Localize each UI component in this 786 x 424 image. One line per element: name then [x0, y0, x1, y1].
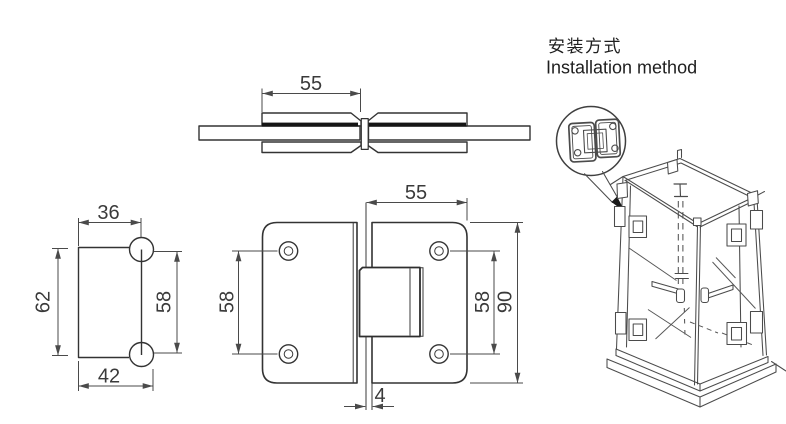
frame-tab: [616, 181, 629, 200]
dim-label-front-glass-gap: 4: [374, 385, 385, 407]
hinge-detail-icon: [567, 118, 622, 163]
dim-label-front-total-height: 90: [495, 291, 517, 313]
glass-panel-right: [367, 125, 531, 141]
dim-label-front-hole-spacing-right: 58: [472, 291, 494, 313]
dim-label-front-plate-width: 55: [405, 182, 427, 204]
frame-tab: [746, 190, 759, 207]
support-bar-right: [707, 284, 734, 299]
glass-panel-left: [198, 125, 361, 141]
dim-label-front-hole-spacing-left: 58: [217, 291, 239, 313]
balloon-circle: [555, 105, 627, 177]
detail-balloon: [555, 105, 627, 213]
door-knob-right: [700, 287, 710, 304]
clamp-plate-bottom-right: [367, 141, 468, 154]
shower-enclosure: [606, 148, 786, 408]
installation-section: 安装方式 Installation method: [546, 37, 786, 408]
hinge-plate-left: [261, 221, 358, 384]
base-tray: [606, 348, 777, 408]
screw-holes: [278, 241, 449, 364]
side-profile-view: 36 62 58 42: [33, 202, 182, 391]
dim-label-top-width: 55: [300, 73, 322, 95]
hinge-plate-right: [371, 221, 468, 384]
frame-tab: [666, 158, 679, 175]
section-title-en: Installation method: [546, 58, 697, 78]
dim-label-side-bottom-width: 42: [98, 366, 120, 388]
gasket-band-right: [368, 122, 466, 127]
enclosure-hinges: [613, 205, 764, 346]
clamp-plate-bottom-left: [261, 141, 362, 154]
dim-label-side-knuckle-spacing: 58: [154, 291, 176, 313]
dim-label-side-top-width: 36: [97, 202, 119, 224]
top-pivot-mark: [673, 183, 689, 198]
door-knob-left: [675, 288, 686, 304]
knuckle-block: [358, 266, 421, 338]
front-view: 55 58 58 90 4: [217, 182, 523, 410]
dim-label-side-height: 62: [33, 291, 55, 313]
section-title-zh: 安装方式: [548, 37, 622, 56]
frame-corner-block: [692, 217, 702, 227]
pivot-barrel: [360, 117, 369, 150]
floor-line: [770, 360, 786, 372]
leader-line: [583, 173, 614, 204]
plate-profile: [77, 246, 129, 359]
top-view: 55: [198, 73, 531, 154]
gasket-band-left: [262, 122, 358, 127]
